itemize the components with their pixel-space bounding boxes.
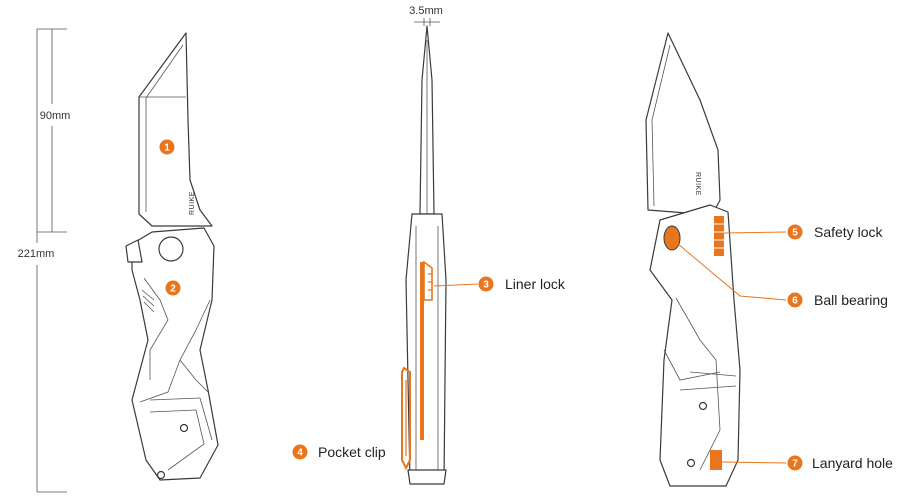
- svg-text:3: 3: [483, 280, 489, 291]
- callout-1-badge: [159, 139, 175, 155]
- callout-6-label: Ball bearing: [814, 292, 888, 308]
- dimension-lines: 90mm 221mm 3.5mm: [18, 5, 443, 493]
- knife-back-view: RUIKE: [645, 32, 741, 487]
- callout-5-label: Safety lock: [814, 224, 883, 240]
- thickness-label: 3.5mm: [409, 5, 443, 17]
- callout-4: 4 Pocket clip: [292, 444, 386, 460]
- brand-mark: RUIKE: [189, 191, 196, 215]
- callout-leaders: [433, 231, 787, 464]
- callout-7-label: Lanyard hole: [812, 455, 893, 471]
- callout-3: 3 Liner lock: [478, 276, 566, 292]
- svg-text:4: 4: [297, 448, 303, 459]
- brand-mark-back: RUIKE: [694, 172, 701, 196]
- callout-4-badge: [292, 444, 308, 460]
- knife-front-view: RUIKE: [125, 32, 219, 481]
- callout-2: 2: [165, 280, 181, 296]
- callout-6-badge: [787, 292, 803, 308]
- callout-3-badge: [478, 276, 494, 292]
- callout-3-label: Liner lock: [505, 276, 566, 292]
- callout-6: 6 Ball bearing: [787, 292, 888, 308]
- callout-4-label: Pocket clip: [318, 444, 386, 460]
- blade-length-label: 90mm: [40, 110, 71, 122]
- overall-length-label: 221mm: [18, 248, 55, 260]
- callout-7-badge: [787, 455, 803, 471]
- svg-text:7: 7: [792, 459, 798, 470]
- knife-side-view: [401, 25, 447, 485]
- callout-2-badge: [165, 280, 181, 296]
- callout-5-badge: [787, 224, 803, 240]
- callout-1: 1: [159, 139, 175, 155]
- svg-text:1: 1: [164, 143, 170, 154]
- svg-text:6: 6: [792, 296, 798, 307]
- callout-7: 7 Lanyard hole: [787, 455, 893, 471]
- callout-5: 5 Safety lock: [787, 224, 883, 240]
- svg-text:2: 2: [170, 284, 176, 295]
- svg-text:5: 5: [792, 228, 798, 239]
